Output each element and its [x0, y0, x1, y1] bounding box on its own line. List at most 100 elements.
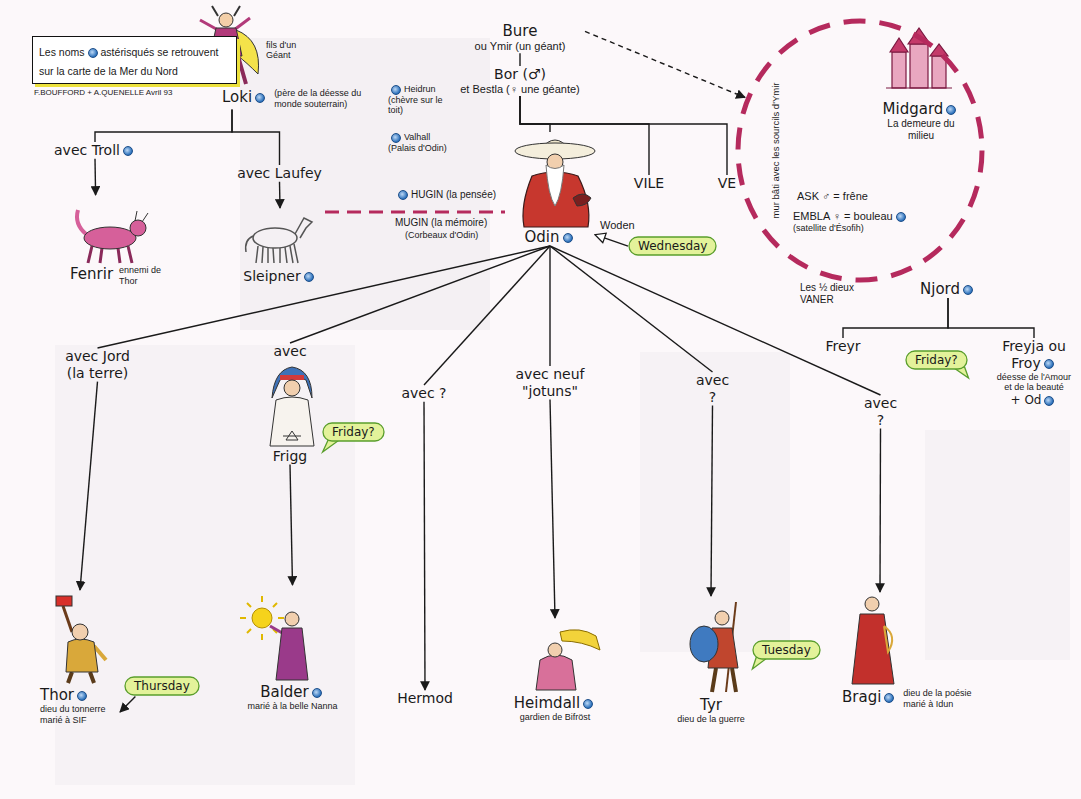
text-line: ASK ♂ = frêne [797, 190, 917, 203]
union-node: avec Laufey [232, 165, 327, 182]
node-text: Wednesday [638, 239, 707, 253]
realm-wall [738, 21, 982, 280]
frigg-figure [270, 367, 314, 446]
sleipner-figure [246, 218, 312, 263]
asterisk-dot [963, 285, 973, 295]
creature-node: Sleipner [235, 208, 325, 285]
connector [519, 53, 520, 66]
connector [549, 246, 550, 366]
annotation: (Corbeaux d'Odin) [405, 230, 478, 240]
text-line: Friday? [915, 353, 958, 367]
text-line: VILE [626, 175, 672, 192]
connector [279, 182, 281, 208]
wall-annotation: mur bâti avec les sourcils d'Ymir [771, 82, 782, 218]
union-node: avec ? [690, 372, 735, 406]
label-text: MUGIN (la mémoire) [395, 217, 487, 228]
label-text: HUGIN (la pensée) [411, 189, 496, 200]
node-text: avec Laufey [237, 165, 322, 181]
group-label: Les ½ dieux VANER [800, 282, 875, 305]
node-text: Bragi [842, 688, 881, 706]
node-text: La demeure du milieu [887, 118, 954, 141]
note-box: Les nomsastérisqués se retrouvent sur la… [32, 36, 237, 84]
text-line: Sleipner [235, 268, 325, 285]
text-line: et Bestla (♀ une géante) [440, 83, 600, 96]
deity-node: Njord [918, 280, 978, 298]
human-node: EMBLA ♀ = bouleau(satellite d'Ésofih) [793, 210, 918, 234]
bragi-figure [852, 597, 894, 684]
node-text: ou Ymir (un géant) [475, 40, 566, 52]
text-line: (satellite d'Ésofih) [793, 223, 918, 234]
connector [95, 110, 232, 142]
asterisk-dot [896, 212, 906, 222]
text-line: Odin [505, 228, 595, 246]
union-node: avec ? [400, 385, 448, 402]
bubble-body [906, 351, 967, 369]
node-text: avec Troll [54, 142, 120, 158]
asterisk-dot [583, 699, 593, 709]
connector [325, 211, 505, 214]
asterisk-dot [563, 233, 573, 243]
text-line: Les noms [39, 46, 101, 58]
connector [94, 159, 96, 195]
connector [290, 246, 550, 343]
annotation: Valhall (Palais d'Odin) [388, 132, 450, 153]
deity-node: Freyr [818, 338, 868, 355]
credit-note: F.BOUFFORD + A.QUENELLE Avril 93 [34, 88, 172, 97]
label-text: fils d'un Géant [266, 40, 296, 60]
node-text: Thor [40, 686, 74, 704]
text-line: Bor (♂) [440, 66, 600, 83]
text-line: Tuesday [762, 643, 811, 657]
node-text: Tuesday [762, 643, 811, 657]
connector [80, 382, 98, 590]
deity-node: VE [710, 175, 744, 192]
deity-node: Baldermarié à la belle Nanna [235, 585, 350, 712]
connector [948, 298, 1034, 338]
fenrir-figure [77, 210, 148, 263]
node-text: Fenrir [70, 265, 113, 283]
deity-node: Bragi dieu de la poésie marié à Idun [832, 592, 992, 710]
union-node: avec neuf "jotuns" [505, 366, 595, 400]
node-text: Freyr [825, 338, 860, 354]
node-text: (père de la déesse du monde souterrain) [274, 88, 361, 109]
node-text: avec neuf "jotuns" [516, 366, 585, 399]
connector [595, 235, 628, 247]
text-line: + Od [993, 393, 1075, 407]
union-node: avecFrigg [250, 343, 330, 465]
text-line: avec Troll [45, 142, 145, 159]
deity-node: Tyrdieu de la guerre [675, 596, 747, 725]
text-line: dieu de la poésie marié à Idun [903, 688, 988, 710]
text-line: Friday? [332, 425, 375, 439]
text-line: ennemi de Thor [119, 265, 169, 287]
deity-node: Loki(père de la déesse du monde souterra… [192, 4, 392, 110]
node-text: Midgard [883, 100, 944, 118]
annotation: Woden [600, 219, 635, 232]
faint-map-panels [55, 38, 1070, 785]
node-text: Sleipner [243, 268, 300, 284]
node-text: Thursday [134, 679, 190, 693]
odin-figure [515, 140, 595, 227]
node-text: dieu de la poésie marié à Idun [903, 688, 971, 709]
connector [879, 429, 881, 592]
heimdall-figure [536, 630, 600, 690]
node-text: VE [718, 175, 736, 191]
connector [120, 696, 135, 712]
label-text: (Corbeaux d'Odin) [405, 230, 478, 240]
node-text: + Od [1011, 393, 1042, 407]
label-text: Les ½ dieux VANER [800, 282, 854, 305]
text-line: Fenrir [70, 265, 113, 283]
node-text: Les noms [39, 46, 85, 58]
node-text: ennemi de Thor [119, 265, 161, 286]
node-text: (satellite d'Ésofih) [793, 223, 864, 233]
node-text: Njord [920, 280, 960, 298]
connector [424, 402, 425, 690]
text-line: avec ? [858, 395, 903, 429]
node-text: Tyr [700, 696, 722, 714]
text-line: (père de la déesse du monde souterrain) [274, 88, 374, 110]
thor-figure [56, 596, 106, 683]
text-line: avec ? [400, 385, 448, 402]
creature-node: Fenrir ennemi de Thor [55, 195, 195, 287]
asterisk-dot [1044, 396, 1054, 406]
node-text: Freyja ou Froy [1002, 338, 1066, 371]
node-text: Bure [503, 22, 538, 40]
ancestor-node: Bureou Ymir (un géant) [455, 22, 585, 53]
